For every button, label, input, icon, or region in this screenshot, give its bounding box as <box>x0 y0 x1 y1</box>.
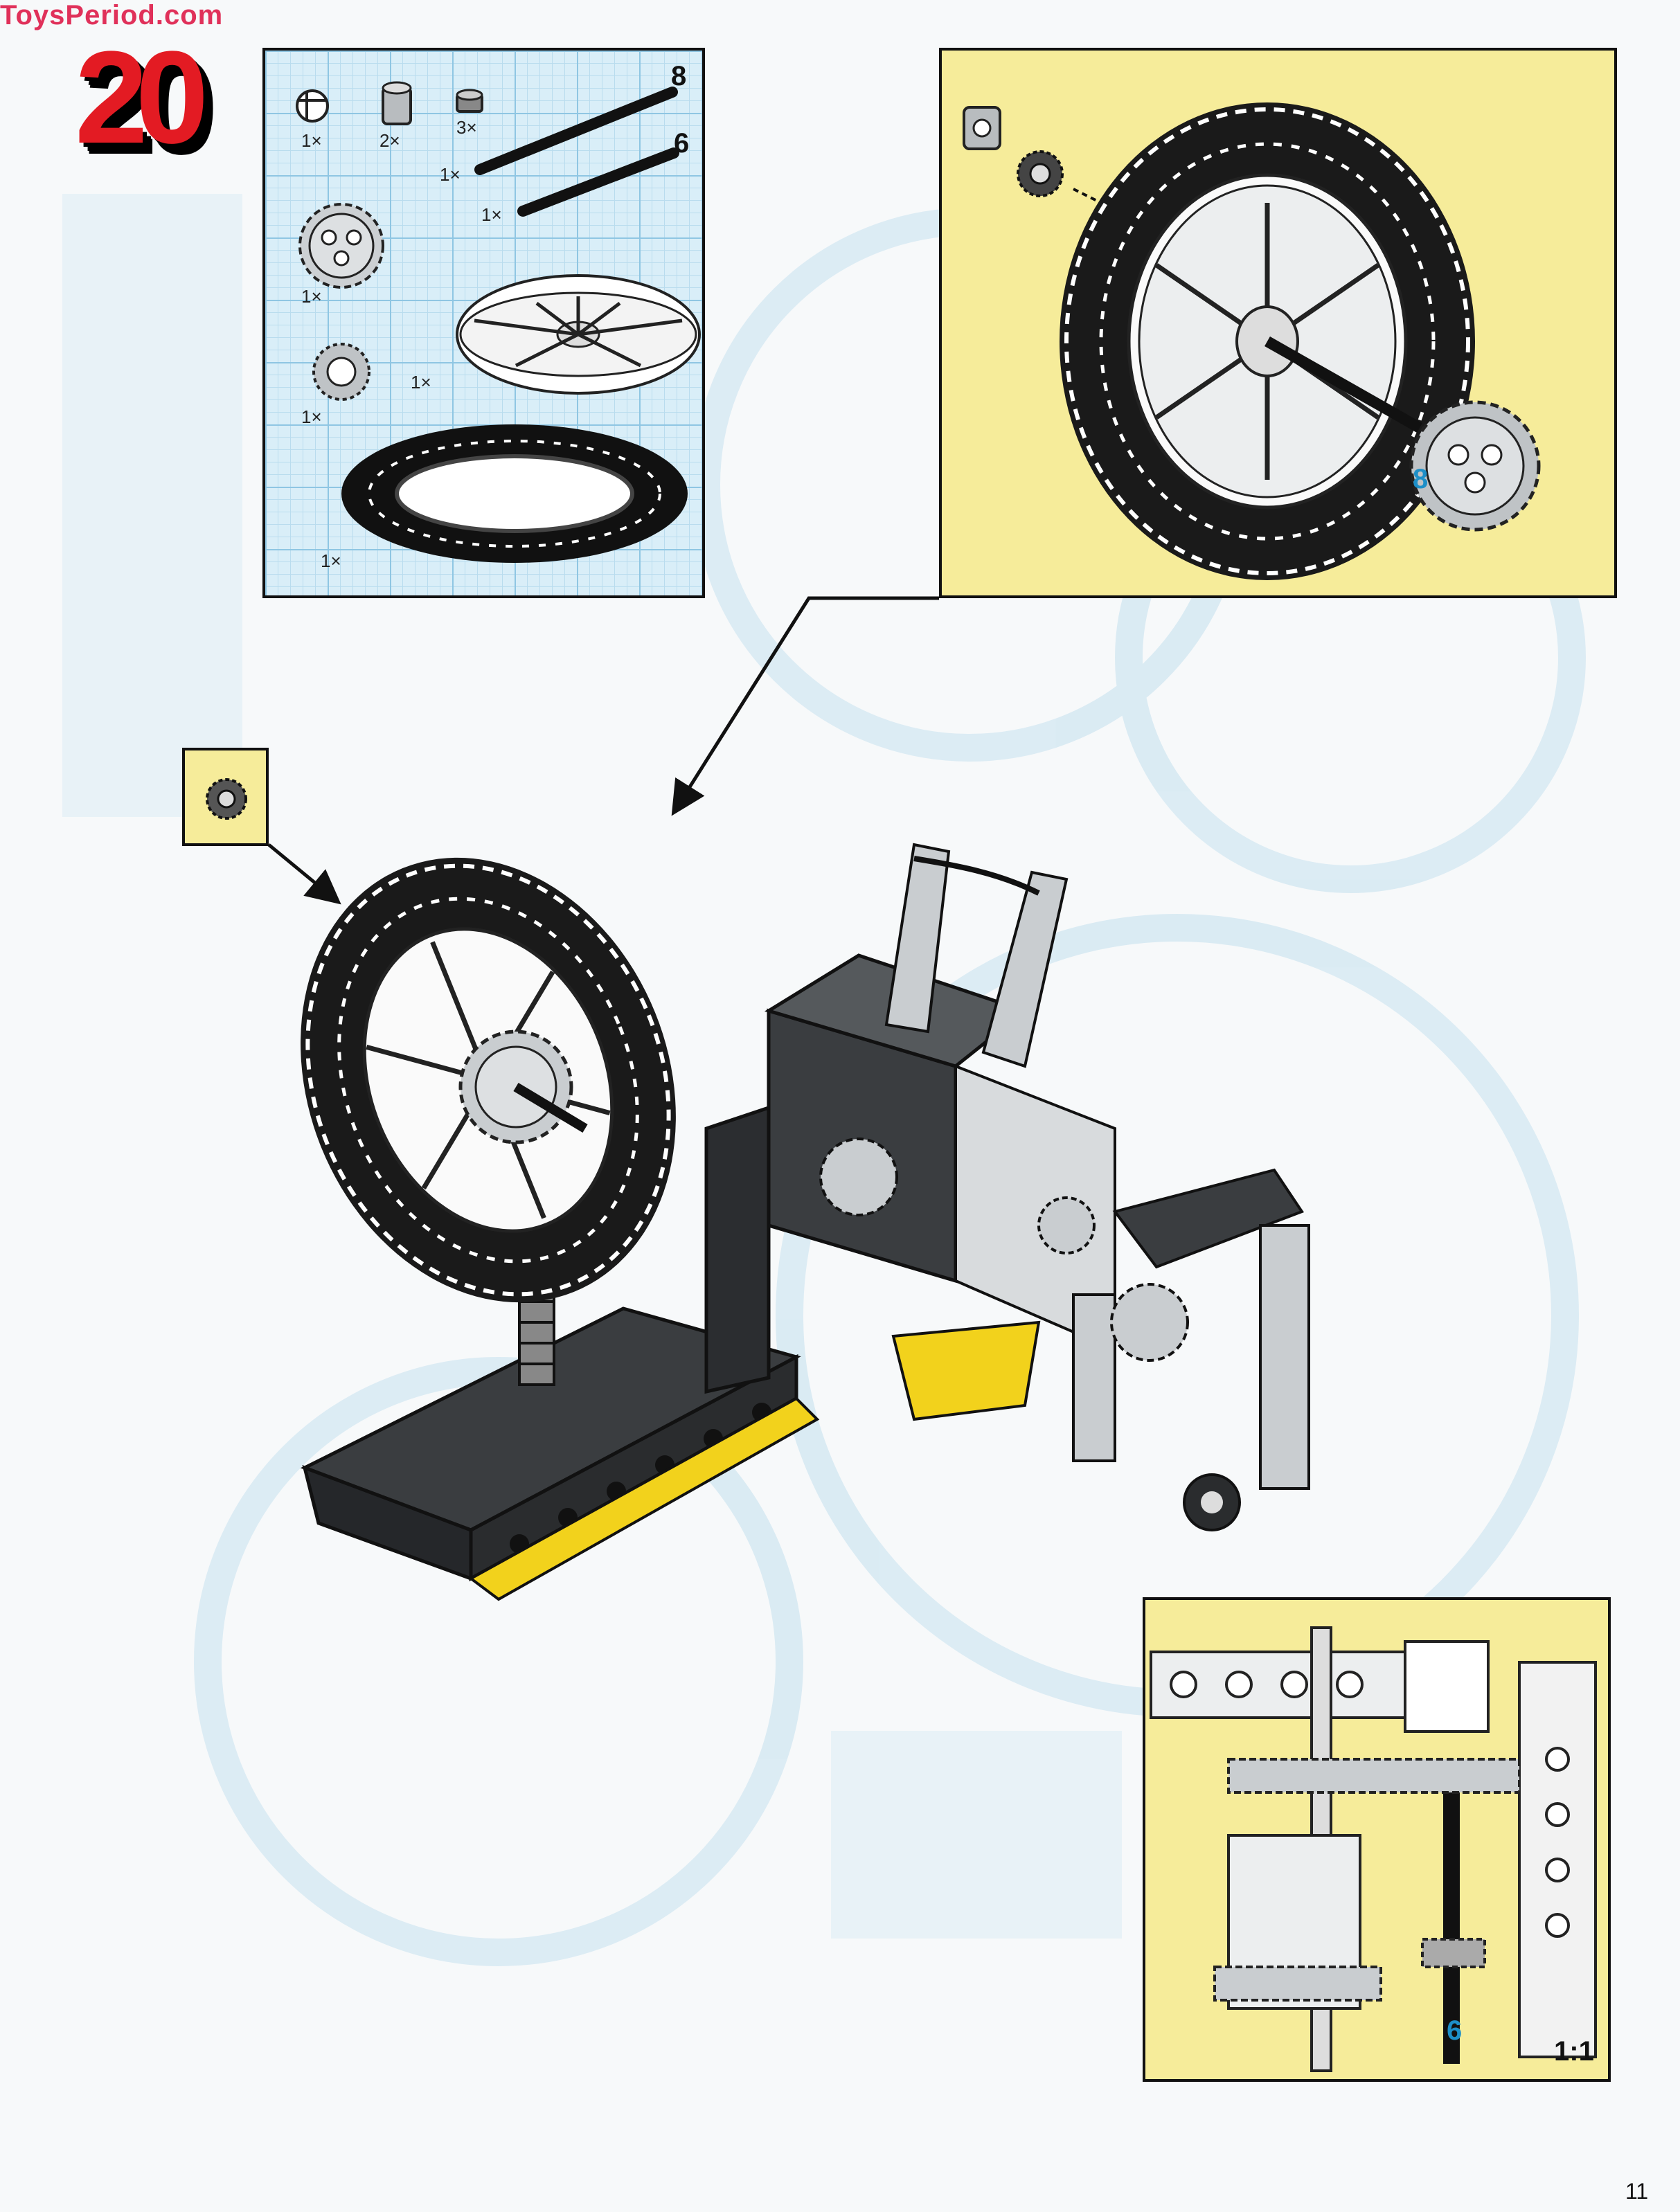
bush-icon <box>382 81 412 125</box>
axle-line <box>1265 336 1422 433</box>
watermark-text: ToysPeriod.com <box>0 0 224 30</box>
wheel-icon <box>301 857 676 1303</box>
step-number: 20 <box>75 24 208 171</box>
qty-wheel-rim: 1× <box>411 372 431 393</box>
gear-bottom <box>1213 1966 1382 2002</box>
axle-8-icon <box>474 87 678 175</box>
qty-gear-24: 1× <box>301 286 322 307</box>
axle-8-length-label: 8 <box>671 61 687 91</box>
axle-6 <box>1443 1766 1460 2064</box>
qty-axle-8: 1× <box>440 164 461 185</box>
subassembly-panel: 8 <box>939 48 1617 598</box>
wheel-rim-icon <box>456 274 701 395</box>
half-bush-icon <box>456 89 483 113</box>
wheel-subassembly-illustration <box>963 102 1541 580</box>
crown-gear <box>1421 1938 1486 1968</box>
steering-assembly <box>1072 1168 1310 1531</box>
gear-train <box>819 1138 1189 1362</box>
bush-icon <box>963 106 1001 150</box>
yellow-beam <box>891 1320 1041 1421</box>
axle-6-length-label: 6 <box>674 128 690 159</box>
crown-gear-icon <box>312 343 370 401</box>
qty-crown-gear: 1× <box>301 406 322 427</box>
qty-half-bush: 3× <box>456 117 477 138</box>
beam <box>1150 1651 1409 1719</box>
qty-bush: 2× <box>379 130 400 151</box>
axle-length-label: 6 <box>1447 2015 1463 2046</box>
callout-arrow <box>267 843 341 905</box>
qty-axle-pin: 1× <box>301 130 322 151</box>
detail-view-panel: 6 1:1 <box>1143 1597 1611 2082</box>
axle-6-icon <box>517 147 679 217</box>
parts-illustrations <box>296 81 701 563</box>
detail-view-illustration <box>1150 1626 1597 2072</box>
axle-length-label: 8 <box>1413 464 1429 494</box>
half-bush-icon <box>206 778 247 820</box>
half-bush-icon <box>1017 150 1064 197</box>
gear-24-icon <box>1409 400 1541 532</box>
scale-label: 1:1 <box>1554 2036 1594 2067</box>
chassis-frame <box>300 1306 1041 1601</box>
subassembly-arrow <box>671 596 939 816</box>
half-bush-callout <box>182 748 269 846</box>
page-number: 11 <box>1625 2179 1649 2204</box>
gear-top <box>1227 1758 1521 1794</box>
gear-24-icon <box>298 203 384 289</box>
lever-arms <box>884 843 1069 1068</box>
axle-pin-icon <box>296 89 329 123</box>
tire-icon <box>341 424 688 563</box>
qty-axle-6: 1× <box>481 204 502 225</box>
qty-tire: 1× <box>321 550 341 571</box>
main-assembly-illustration <box>300 843 1310 1601</box>
parts-list-panel: 1× 2× 3× 1× 8 1× 6 1× 1× 1× 1× <box>262 48 705 598</box>
